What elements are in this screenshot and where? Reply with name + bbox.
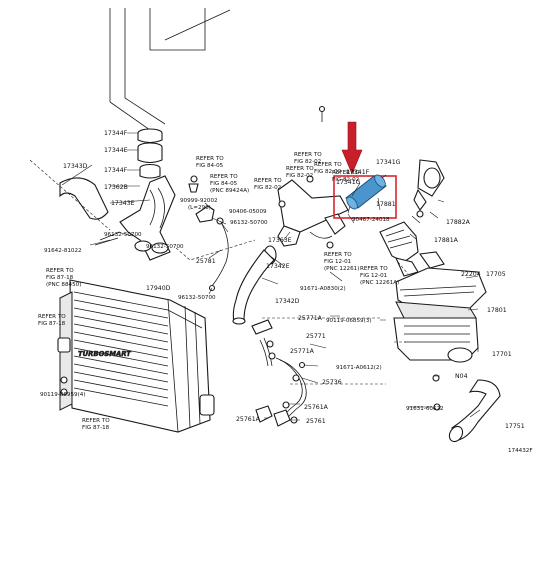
refer-12-01-b[interactable]: REFER TO FIG 12-01 (PNC 12261A)	[360, 266, 399, 286]
label-17940D: 17940D	[146, 285, 171, 292]
label-91642-81022: 91642-81022	[44, 248, 82, 254]
reference-lines	[29, 159, 409, 385]
left-pipe-assembly	[59, 128, 199, 261]
label-17343E: 17343E	[111, 200, 135, 207]
label-17342E: 17342E	[266, 263, 290, 270]
label-96132-50700-c: 96132-50700	[230, 220, 268, 226]
label-17344E: 17344E	[104, 147, 128, 154]
part-labels: 17344F 17344E 17344F 17343D 17362B 17343…	[40, 130, 533, 454]
label-17344F-a: 17344F	[104, 130, 128, 137]
label-90119-06959: 90119-06959(4)	[40, 392, 86, 398]
refer-82-02-a[interactable]: REFER TO FIG 82-02	[294, 152, 323, 165]
vacuum-hose-assembly	[251, 319, 307, 427]
label-90999-92002: 90999-92002	[180, 198, 218, 204]
label-17341F: 17341F	[346, 169, 370, 176]
label-17341G-b: 17341G	[376, 159, 401, 166]
callout-arrow	[341, 121, 363, 175]
refer-82-02-c[interactable]: REFER TO FIG 82-02	[254, 178, 283, 191]
label-N04: N04	[455, 373, 468, 380]
label-25781: 25781	[196, 258, 216, 265]
highlight-box	[333, 175, 397, 219]
label-17881A: 17881A	[434, 237, 459, 244]
refer-blocks: REFER TO FIG 84-05 REFER TO FIG 84-05 (P…	[38, 152, 399, 431]
refer-82-02-e[interactable]: REFER TO FIG 82-02	[332, 170, 361, 183]
label-17344F-b: 17344F	[104, 167, 128, 174]
label-17882A: 17882A	[446, 219, 471, 226]
label-25761A-b: 25761A	[236, 416, 261, 423]
highlight-group	[333, 121, 397, 219]
label-90467-24018: 90467-24018	[352, 217, 390, 223]
label-96132-50700-d: 96132-50700	[178, 295, 216, 301]
label-91671-A0612: 91671-A0612(2)	[336, 365, 382, 371]
diagram-id-code: 174432F	[508, 448, 533, 454]
label-91631-60622: 91631-60622	[406, 406, 444, 412]
label-17751: 17751	[505, 423, 525, 430]
label-17701: 17701	[492, 351, 512, 358]
refer-87-18-a[interactable]: REFER TO FIG 87-18 (PNC 88450)	[46, 268, 81, 288]
refer-82-02-d[interactable]: REFER TO FIG 82-02	[314, 162, 343, 175]
refer-82-02-b[interactable]: REFER TO FIG 82-02	[286, 166, 315, 179]
label-25771: 25771	[306, 333, 326, 340]
refer-84-05-a[interactable]: REFER TO FIG 84-05	[196, 156, 225, 169]
clip-sensor-bracket	[195, 205, 229, 292]
intercooler-17940D[interactable]: TURBOSMART	[57, 279, 215, 433]
refer-87-18-c[interactable]: REFER TO FIG 87-18	[82, 418, 111, 431]
center-pipe-assembly	[232, 105, 349, 325]
label-96132-50700-a: 96132-50700	[104, 232, 142, 238]
label-17341G-a: 17341G	[336, 179, 361, 186]
label-17881: 17881	[376, 201, 396, 208]
leader-lines	[61, 132, 481, 421]
label-96132-50700-b: 96132-50700	[146, 244, 184, 250]
label-25761: 25761	[306, 418, 326, 425]
watermark-text: TURBOSMART	[78, 350, 132, 358]
label-17362B: 17362B	[104, 184, 128, 191]
label-90999-92002-sub: (L=290)	[188, 205, 211, 211]
label-25736: 25736	[322, 379, 342, 386]
refer-84-05-b[interactable]: REFER TO FIG 84-05 (PNC 89424A)	[210, 174, 249, 194]
engine-outline	[109, 8, 231, 131]
label-17801: 17801	[487, 307, 507, 314]
refer-87-18-b[interactable]: REFER TO FIG 87-18	[38, 314, 67, 327]
label-90119-06859: 90119-06859(3)	[326, 318, 372, 324]
label-25771A-a: 25771A	[298, 315, 323, 322]
label-25761A-a: 25761A	[304, 404, 329, 411]
label-17363E: 17363E	[268, 237, 292, 244]
refer-12-01-a[interactable]: REFER TO FIG 12-01 (PNC 12261)	[324, 252, 359, 272]
label-22204: 22204	[461, 271, 481, 278]
right-air-intake-assembly	[379, 159, 501, 443]
label-91671-A0830: 91671-A0830(2)	[300, 286, 346, 292]
label-17705: 17705	[486, 271, 506, 278]
label-25771A-b: 25771A	[290, 348, 315, 355]
label-17342D: 17342D	[275, 298, 300, 305]
label-90406-05009: 90406-05009	[229, 209, 267, 215]
label-17343D: 17343D	[63, 163, 88, 170]
